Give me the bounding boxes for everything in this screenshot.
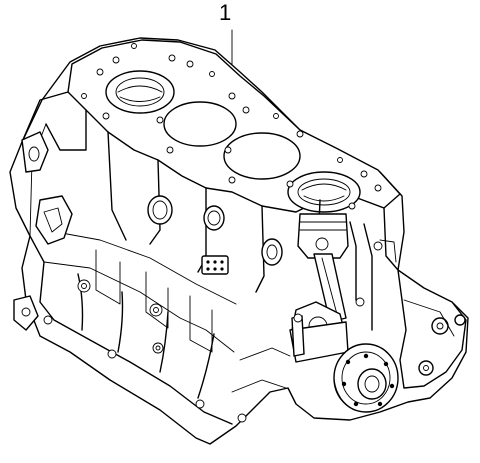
callout-label: 1 — [219, 0, 232, 25]
cylinder-block — [9, 37, 469, 445]
block-details — [231, 221, 397, 393]
crankshaft-flange — [289, 321, 399, 413]
deck-bolt-holes — [81, 43, 382, 210]
